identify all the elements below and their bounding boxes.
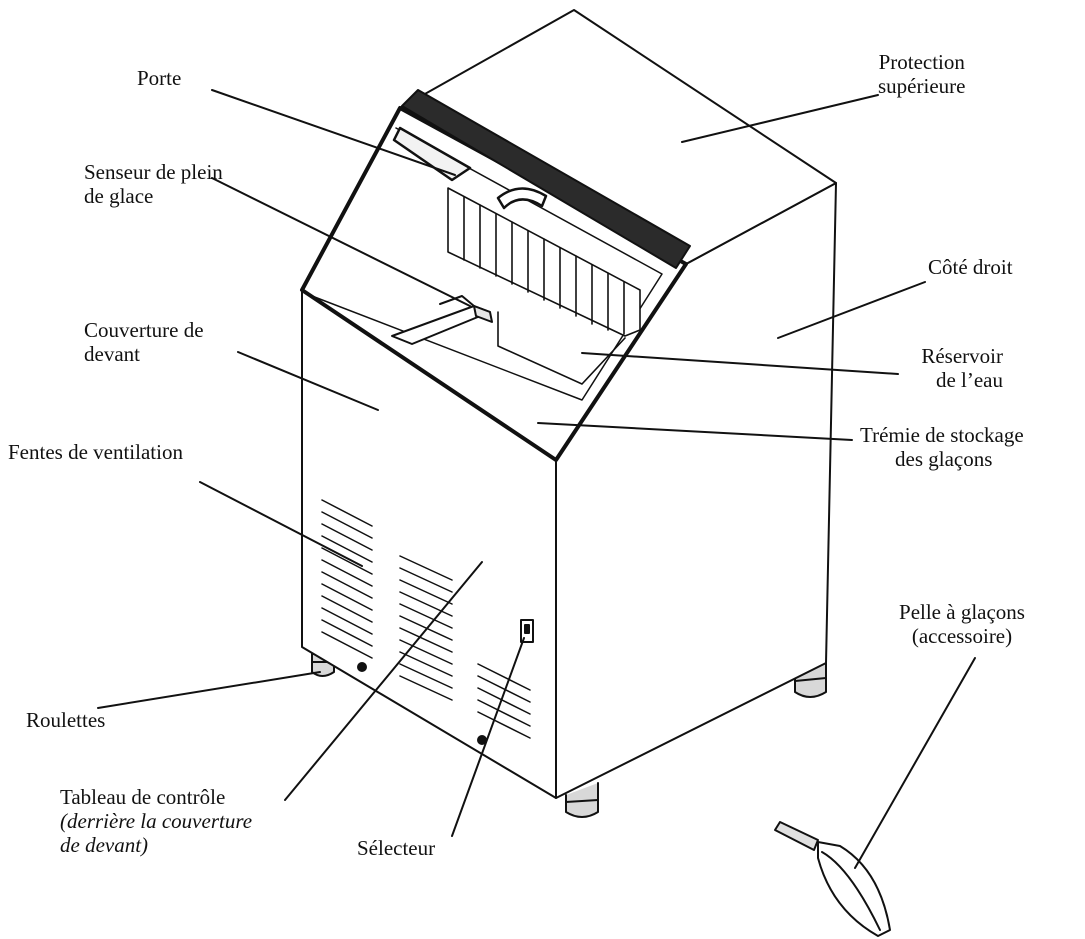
leader-tremie — [537, 422, 853, 441]
casters — [311, 645, 827, 818]
ice-full-sensor — [391, 295, 493, 345]
label-tremie: Trémie de stockage des glaçons — [860, 423, 1024, 471]
label-reservoir-line2: de l’eau — [935, 368, 1003, 392]
screw-left — [357, 662, 367, 672]
label-porte: Porte — [137, 66, 181, 90]
label-protection-line1: Protection — [878, 50, 965, 74]
label-tableau-note-line2: de devant) — [60, 833, 149, 857]
leader-roulettes — [97, 671, 321, 709]
leader-couverture — [237, 351, 379, 411]
screw-right — [477, 735, 487, 745]
label-cote-droit-text: Côté droit — [928, 255, 1013, 279]
label-senseur-line2: de glace — [84, 184, 154, 208]
label-couverture-devant: Couverture de devant — [84, 318, 204, 366]
leader-fentes — [199, 481, 363, 567]
label-selecteur-text: Sélecteur — [357, 836, 436, 860]
label-protection-superieure: Protection supérieure — [878, 50, 965, 98]
caster-back-right — [794, 659, 827, 698]
label-cote-droit: Côté droit — [928, 255, 1013, 279]
leader-selecteur — [451, 637, 525, 837]
label-fentes-text: Fentes de ventilation — [8, 440, 183, 464]
label-couverture-line2: devant — [84, 342, 140, 366]
caster-front-right — [565, 782, 599, 818]
label-pelle: Pelle à glaçons (accessoire) — [878, 600, 1046, 648]
label-porte-text: Porte — [137, 66, 182, 90]
label-senseur-line1: Senseur de plein — [84, 160, 223, 184]
leader-tableau — [284, 561, 483, 801]
label-fentes: Fentes de ventilation — [8, 440, 183, 464]
label-tableau: Tableau de contrôle (derrière la couvert… — [60, 785, 252, 857]
label-selecteur: Sélecteur — [357, 836, 435, 860]
label-roulettes-text: Roulettes — [26, 708, 106, 732]
leader-porte — [211, 89, 456, 176]
ice-scoop — [774, 821, 891, 937]
label-reservoir: Réservoir de l’eau — [905, 344, 1003, 392]
label-tableau-note-line1: (derrière la couverture — [60, 809, 253, 833]
leader-protection — [681, 94, 879, 143]
label-pelle-line1: Pelle à glaçons — [899, 600, 1025, 624]
label-tableau-text: Tableau de contrôle — [60, 785, 226, 809]
label-roulettes: Roulettes — [26, 708, 105, 732]
door-band — [401, 89, 691, 269]
leader-lines — [97, 89, 976, 869]
leader-senseur — [211, 177, 471, 307]
label-tremie-line2: des glaçons — [895, 447, 993, 471]
label-couverture-line1: Couverture de — [84, 318, 204, 342]
label-tremie-line1: Trémie de stockage — [860, 423, 1024, 447]
leader-reservoir — [581, 352, 899, 375]
evaporator-grid — [447, 187, 641, 337]
label-pelle-line2: (accessoire) — [911, 624, 1013, 648]
label-reservoir-line1: Réservoir — [921, 344, 1003, 368]
grid-handle — [496, 187, 548, 210]
leader-cote-droit — [777, 281, 926, 339]
ventilation-slots — [321, 499, 531, 739]
water-reservoir — [497, 311, 626, 385]
label-senseur: Senseur de plein de glace — [84, 160, 223, 208]
leader-pelle — [854, 657, 976, 869]
selector-knob — [524, 624, 530, 634]
label-protection-line2: supérieure — [878, 74, 966, 98]
